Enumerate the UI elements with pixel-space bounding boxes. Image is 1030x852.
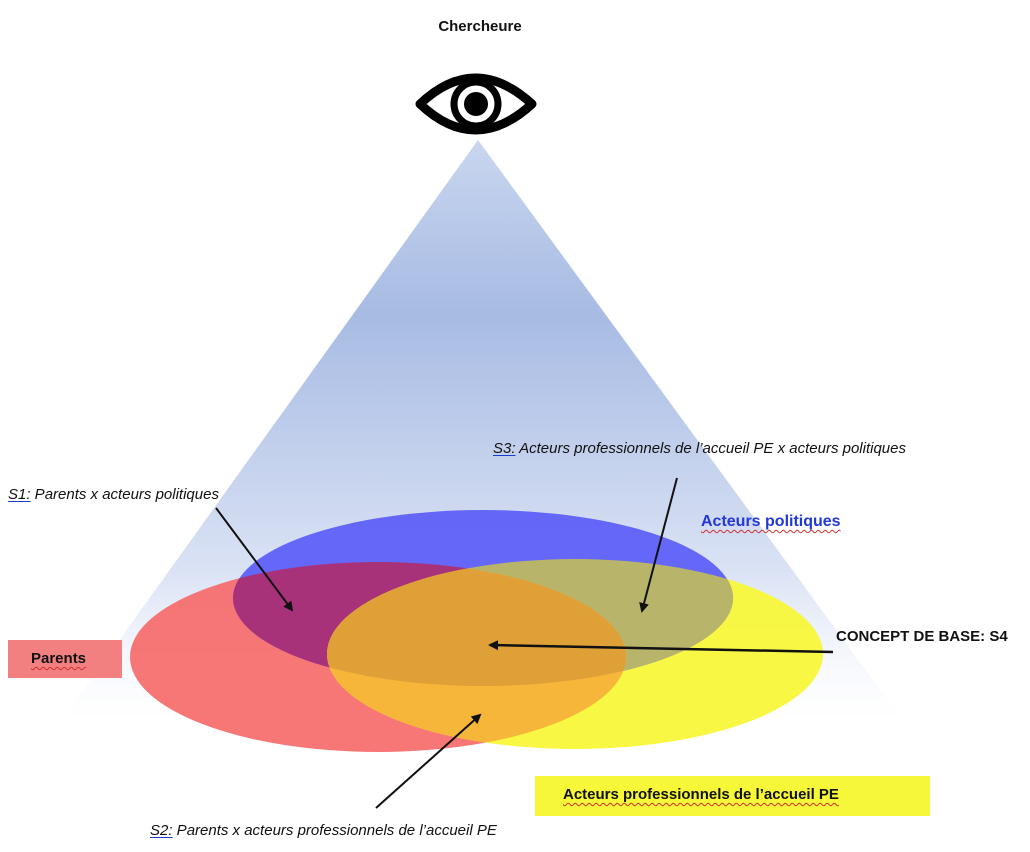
s2-label: S2: Parents x acteurs professionnels de …	[150, 822, 497, 839]
s1-text: Parents x acteurs politiques	[30, 486, 219, 503]
s2-code: S2:	[150, 822, 173, 839]
s1-arrow	[215, 507, 294, 612]
acteurs-professionnels-label: Acteurs professionnels de l’accueil PE	[563, 786, 839, 803]
concept-arrow	[488, 640, 834, 654]
parents-label: Parents	[31, 650, 87, 667]
s3-text: Acteurs professionnels de l’accueil PE x…	[515, 440, 906, 457]
parents-box	[8, 640, 122, 678]
s1-label: S1: Parents x acteurs politiques	[8, 486, 219, 503]
s3-label: S3: Acteurs professionnels de l’accueil …	[493, 440, 906, 457]
acteurs-politiques-label: Acteurs politiques	[701, 513, 841, 530]
s1-code: S1:	[8, 486, 31, 503]
s2-arrow	[375, 713, 482, 809]
diagram-title: Chercheure	[438, 18, 522, 35]
eye-icon	[415, 73, 537, 135]
s3-arrow	[639, 477, 678, 613]
acteurs-professionnels-box	[535, 776, 930, 816]
s2-text: Parents x acteurs professionnels de l’ac…	[172, 822, 497, 839]
concept-de-base-label: CONCEPT DE BASE: S4	[836, 628, 1008, 645]
s3-code: S3:	[493, 440, 516, 457]
s4-center-region	[327, 562, 626, 686]
